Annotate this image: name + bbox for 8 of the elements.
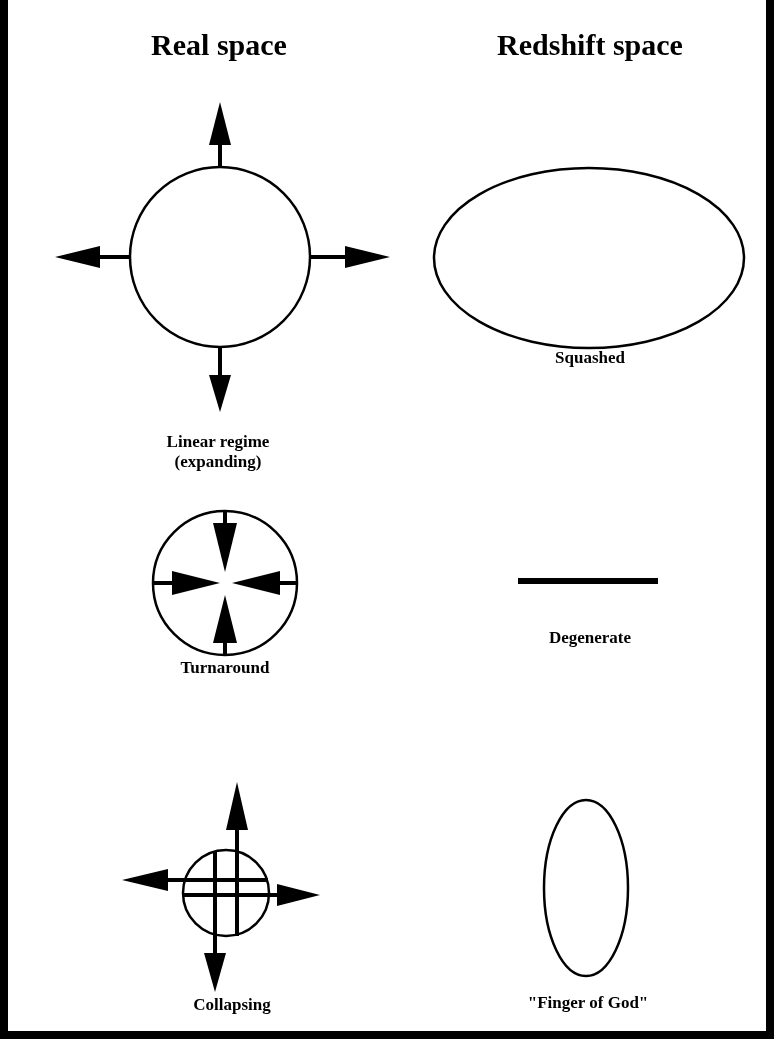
caption: Turnaround <box>180 657 270 679</box>
caption: Degenerate <box>548 627 632 649</box>
caption: "Finger of God" <box>527 992 649 1014</box>
column-heading: Real space <box>151 27 287 63</box>
column-heading: Redshift space <box>497 27 683 63</box>
caption: Linear regime (expanding) <box>165 431 271 473</box>
caption: Squashed <box>555 347 625 369</box>
caption: Collapsing <box>193 994 271 1016</box>
